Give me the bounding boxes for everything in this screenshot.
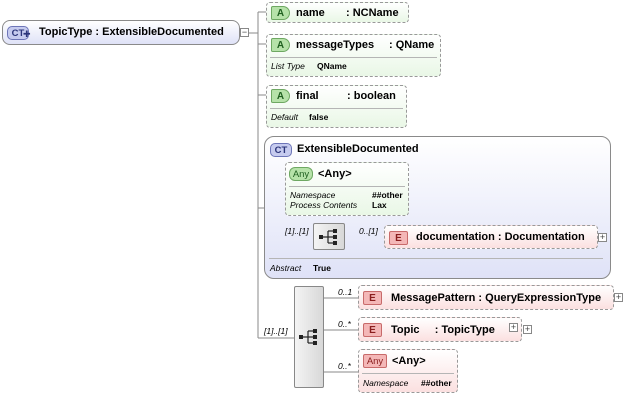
any-badge: Any: [363, 354, 387, 368]
list-type-label: List Type: [271, 61, 305, 71]
attribute-badge: A: [271, 38, 290, 52]
any-label: <Any>: [318, 168, 352, 180]
attribute-final-type: : boolean: [347, 90, 396, 102]
message-pattern-label: MessagePattern : QueryExpressionType: [391, 292, 602, 304]
documentation-expand-plus-icon[interactable]: +: [598, 232, 607, 242]
topic-type-plus-icon: +: [509, 322, 518, 332]
element-badge: E: [363, 291, 382, 305]
any-badge: Any: [289, 167, 313, 181]
default-label: Default: [271, 112, 298, 122]
complex-type-badge: CT: [270, 143, 292, 157]
any-child-occurrence: 0..*: [338, 361, 351, 371]
attribute-messageTypes[interactable]: A messageTypes : QName List Type QName: [266, 34, 441, 77]
process-contents-label: Process Contents: [290, 200, 358, 210]
default-value: false: [309, 112, 329, 122]
attribute-name-label: name: [296, 7, 325, 19]
attribute-badge: A: [271, 89, 290, 103]
attribute-badge: A: [271, 6, 290, 20]
namespace-label: Namespace: [290, 190, 336, 200]
namespace-value: ##other: [372, 190, 403, 200]
attribute-messageTypes-type: : QName: [389, 39, 435, 51]
sequence-compositor[interactable]: [294, 286, 324, 388]
root-label: TopicType : ExtensibleDocumented: [39, 26, 224, 38]
abstract-label: Abstract: [270, 263, 302, 273]
documentation-label: documentation : Documentation: [416, 231, 585, 243]
message-pattern-expand-plus-icon[interactable]: +: [614, 292, 623, 302]
message-pattern-occurrence: 0..1: [338, 287, 353, 297]
list-type-value: QName: [317, 61, 347, 71]
attribute-name-type: : NCName: [346, 7, 399, 19]
topic-label: Topic : TopicType: [391, 324, 495, 336]
root-collapse-minus-icon[interactable]: −: [240, 27, 249, 37]
topic-expand-plus-icon[interactable]: +: [523, 324, 532, 334]
namespace-value: ##other: [421, 378, 452, 388]
namespace-label: Namespace: [363, 378, 409, 388]
inner-sequence-occurrence: [1]..[1]: [285, 226, 309, 236]
sequence-occurrence: [1]..[1]: [264, 326, 288, 336]
attribute-name[interactable]: A name : NCName: [266, 2, 409, 23]
inner-sequence-compositor[interactable]: [313, 223, 345, 250]
element-topic[interactable]: E Topic : TopicType +: [358, 317, 522, 342]
sequence-icon: [299, 329, 317, 345]
abstract-value: True: [313, 263, 331, 273]
element-message-pattern[interactable]: E MessagePattern : QueryExpressionType: [358, 285, 614, 310]
process-contents-value: Lax: [372, 200, 387, 210]
attribute-final-label: final: [296, 90, 319, 102]
any-wildcard[interactable]: Any <Any> Namespace ##other Process Cont…: [285, 162, 409, 216]
complex-type-badge: CT: [7, 26, 29, 40]
complex-type-plus-icon: ✚: [23, 29, 31, 39]
base-type-label: ExtensibleDocumented: [297, 143, 419, 155]
element-documentation[interactable]: E documentation : Documentation: [384, 225, 598, 249]
element-badge: E: [363, 323, 382, 337]
documentation-occurrence: 0..[1]: [359, 226, 378, 236]
attribute-messageTypes-label: messageTypes: [296, 39, 375, 51]
root-complex-type[interactable]: CT ✚ TopicType : ExtensibleDocumented: [2, 20, 240, 45]
any-child-label: <Any>: [392, 355, 426, 367]
attribute-final[interactable]: A final : boolean Default false: [266, 85, 407, 128]
element-badge: E: [389, 231, 408, 245]
any-child-wildcard[interactable]: Any <Any> Namespace ##other: [358, 349, 458, 393]
topic-occurrence: 0..*: [338, 319, 351, 329]
sequence-icon: [319, 229, 337, 245]
